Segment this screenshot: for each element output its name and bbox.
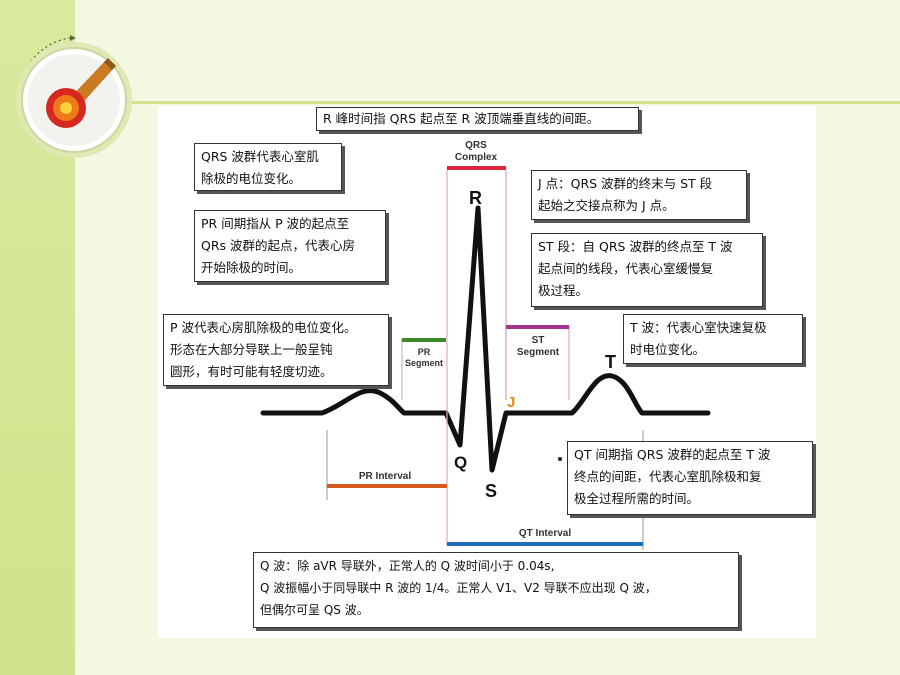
pr-segment-label-1: PR — [418, 347, 431, 357]
note-r-peak-line: R 峰时间指 QRS 起点至 R 波顶端垂直线的间距。 — [323, 111, 600, 126]
note-p-wave: P 波代表心房肌除极的电位变化。 形态在大部分导联上一般呈钝 圆形，有时可能有轻… — [163, 314, 389, 386]
st-segment-label-1: ST — [532, 335, 545, 346]
qrs-complex-label-1: QRS — [465, 140, 487, 151]
note-t-wave: T 波：代表心室快速复极 时电位变化。 — [623, 314, 803, 364]
note-q-wave: Q 波：除 aVR 导联外，正常人的 Q 波时间小于 0.04s, Q 波振幅小… — [253, 552, 739, 628]
qrs-complex-bar — [447, 166, 506, 170]
note-qt-line-3: 极全过程所需的时间。 — [574, 491, 700, 506]
pr-segment-bar — [402, 338, 446, 342]
pr-segment-label-2: Segment — [405, 358, 443, 368]
qt-interval-bar — [447, 542, 643, 546]
note-qrs-complex: QRS 波群代表心室肌 除极的电位变化。 — [194, 143, 342, 191]
note-pr-line-3: 开始除极的时间。 — [201, 260, 302, 275]
note-q-line-1: Q 波：除 aVR 导联外，正常人的 Q 波时间小于 0.04s, — [260, 559, 555, 573]
st-segment-bar — [506, 325, 569, 329]
note-st-segment: ST 段：自 QRS 波群的终点至 T 波 起点间的线段，代表心室缓慢复 极过程… — [531, 233, 763, 307]
wave-s-label: S — [485, 481, 497, 501]
qrs-complex-label-2: Complex — [455, 152, 498, 163]
note-pr-interval: PR 间期指从 P 波的起点至 QRs 波群的起点，代表心房 开始除极的时间。 — [194, 210, 386, 282]
note-j-line-1: J 点：QRS 波群的终末与 ST 段 — [538, 176, 713, 191]
note-pr-line-1: PR 间期指从 P 波的起点至 — [201, 216, 350, 231]
decorative-logo — [8, 30, 138, 165]
note-qt-interval: QT 间期指 QRS 波群的起点至 T 波 终点的间距，代表心室肌除极和复 极全… — [567, 441, 813, 515]
pr-interval-label: PR Interval — [359, 471, 411, 482]
note-pr-line-2: QRs 波群的起点，代表心房 — [201, 238, 356, 253]
wave-q-label: Q — [454, 453, 467, 472]
note-p-line-2: 形态在大部分导联上一般呈钝 — [170, 342, 333, 357]
qt-interval-label: QT Interval — [519, 528, 571, 539]
note-st-line-2: 起点间的线段，代表心室缓慢复 — [538, 261, 714, 276]
wave-r-label: R — [469, 188, 482, 208]
top-divider — [130, 101, 900, 104]
note-j-line-2: 起始之交接点称为 J 点。 — [538, 198, 675, 213]
note-q-line-2: Q 波振幅小于同导联中 R 波的 1/4。正常人 V1、V2 导联不应出现 Q … — [260, 581, 657, 595]
note-t-line-2: 时电位变化。 — [630, 342, 706, 357]
note-qrs-line-1: QRS 波群代表心室肌 — [201, 149, 319, 164]
note-st-line-1: ST 段：自 QRS 波群的终点至 T 波 — [538, 239, 733, 254]
note-j-point: J 点：QRS 波群的终末与 ST 段 起始之交接点称为 J 点。 — [531, 170, 747, 220]
note-qt-line-1: QT 间期指 QRS 波群的起点至 T 波 — [574, 447, 771, 462]
qt-note-bullet — [558, 457, 562, 461]
ecg-trace — [260, 205, 711, 473]
note-r-peak-time: R 峰时间指 QRS 起点至 R 波顶端垂直线的间距。 — [316, 107, 639, 131]
note-t-line-1: T 波：代表心室快速复极 — [630, 320, 767, 335]
note-p-line-3: 圆形，有时可能有轻度切迹。 — [170, 364, 333, 379]
pr-interval-bar — [327, 484, 447, 488]
note-q-line-3: 但偶尔可呈 QS 波。 — [260, 603, 369, 617]
note-p-line-1: P 波代表心房肌除极的电位变化。 — [170, 320, 357, 335]
point-j-label: J — [507, 394, 515, 411]
wave-t-label: T — [605, 352, 616, 372]
note-qrs-line-2: 除极的电位变化。 — [201, 171, 302, 186]
note-st-line-3: 极过程。 — [538, 283, 589, 298]
note-qt-line-2: 终点的间距，代表心室肌除极和复 — [574, 469, 762, 484]
st-segment-label-2: Segment — [517, 347, 560, 358]
